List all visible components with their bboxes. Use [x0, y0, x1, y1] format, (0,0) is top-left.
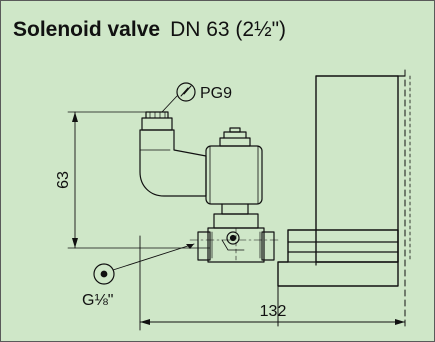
- port-label: G⅛": [82, 292, 113, 309]
- port-symbol: [93, 243, 195, 285]
- height-dimension: [67, 111, 211, 249]
- title-main: Solenoid valve: [13, 18, 161, 41]
- valve-body: [197, 213, 275, 263]
- height-label: 63: [55, 171, 72, 189]
- housing: [277, 69, 411, 327]
- cable-connector: [139, 111, 207, 197]
- pg9-label: PG9: [200, 85, 232, 102]
- pg9-symbol: [161, 82, 196, 113]
- width-dimension: [139, 235, 406, 331]
- diagram-title: Solenoid valve DN 63 (2½"): [13, 18, 286, 42]
- title-spec: DN 63 (2½"): [170, 18, 287, 41]
- solenoid-coil: [205, 127, 263, 215]
- width-label: 132: [260, 303, 287, 320]
